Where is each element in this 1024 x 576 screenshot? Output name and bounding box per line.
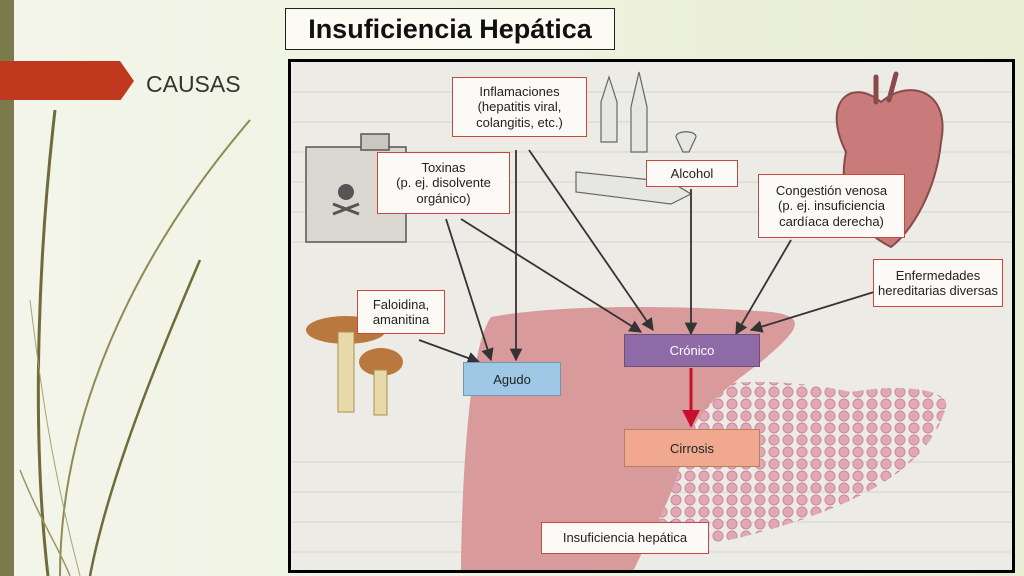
- left-accent-band: [0, 0, 14, 576]
- cause-label-inflamaciones: Inflamaciones (hepatitis viral, colangit…: [452, 77, 587, 137]
- cause-label-toxinas: Toxinas (p. ej. disolvente orgánico): [377, 152, 510, 214]
- slide-title: Insuficiencia Hepática: [308, 13, 592, 44]
- section-label: CAUSAS: [146, 71, 241, 97]
- slide-title-box: Insuficiencia Hepática: [285, 8, 615, 50]
- cause-label-faloidina: Faloidina, amanitina: [357, 290, 445, 334]
- outcome-agudo: Agudo: [463, 362, 561, 396]
- alcohol-bottles-icon: [575, 71, 697, 205]
- cause-label-alcohol: Alcohol: [646, 160, 738, 187]
- cause-label-congestion-venosa: Congestión venosa (p. ej. insuficiencia …: [758, 174, 905, 238]
- outcome-cirrosis: Cirrosis: [624, 429, 760, 467]
- liver-failure-diagram: Inflamaciones (hepatitis viral, colangit…: [288, 59, 1015, 573]
- red-arrow-icon: [0, 61, 134, 100]
- outcome-insuficiencia-hepatica: Insuficiencia hepática: [541, 522, 709, 554]
- cause-label-enfermedades-hereditarias: Enfermedades hereditarias diversas: [873, 259, 1003, 307]
- decorative-swoosh-lines: [19, 109, 251, 576]
- outcome-cronico: Crónico: [624, 334, 760, 367]
